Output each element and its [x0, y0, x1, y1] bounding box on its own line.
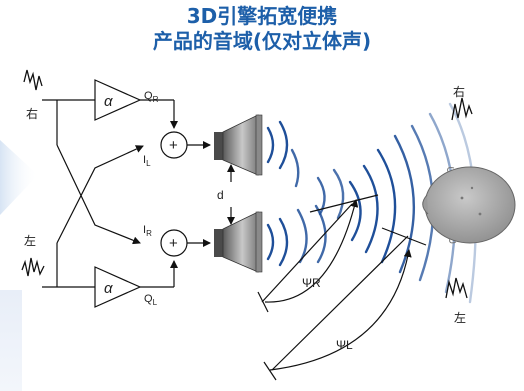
i-r-label: IR — [143, 224, 152, 238]
speaker-distance-label: d — [217, 188, 224, 202]
speaker-top-sound-waves — [266, 120, 345, 220]
summing-junction-bottom-symbol: + — [169, 235, 178, 252]
speaker-bottom-icon — [214, 211, 263, 273]
ear-right-waveform-icon — [451, 97, 473, 121]
signal-wiring — [42, 99, 235, 288]
amplifier-top: α — [94, 79, 142, 121]
bg-strip-shape — [0, 290, 22, 391]
left-input-waveform-icon — [21, 257, 45, 277]
listener-head-icon — [422, 166, 516, 244]
ear-left-waveform-icon — [445, 277, 468, 299]
angle-l-label: ΨL — [336, 338, 353, 352]
ear-right-label: 右 — [453, 84, 465, 99]
left-input-label: 左 — [24, 233, 36, 248]
summing-junction-bottom: + — [160, 229, 188, 257]
speaker-bottom-sound-waves — [266, 204, 327, 267]
amplifier-bottom-symbol: α — [104, 280, 113, 297]
speaker-top-icon — [214, 114, 263, 176]
angle-r-label: ΨR — [302, 276, 321, 290]
angle-lines — [257, 194, 427, 381]
ear-left-label: 左 — [454, 310, 466, 325]
summing-junction-top: + — [160, 131, 188, 159]
title-line-2: 产品的音域(仅对立体声) — [152, 29, 372, 53]
right-input-waveform-icon — [23, 69, 43, 91]
summing-junction-top-symbol: + — [169, 137, 178, 154]
i-l-label: IL — [143, 154, 151, 168]
q-l-label: QL — [144, 293, 158, 307]
right-input-label: 右 — [26, 106, 38, 121]
title-line-1: 3D引擎拓宽便携 — [186, 4, 338, 28]
bg-arrow-shape — [0, 140, 38, 215]
diagram-title: 3D引擎拓宽便携 产品的音域(仅对立体声) — [0, 4, 524, 54]
q-r-label: QR — [144, 90, 159, 104]
amplifier-bottom: α — [94, 266, 142, 308]
amplifier-top-symbol: α — [104, 93, 113, 110]
